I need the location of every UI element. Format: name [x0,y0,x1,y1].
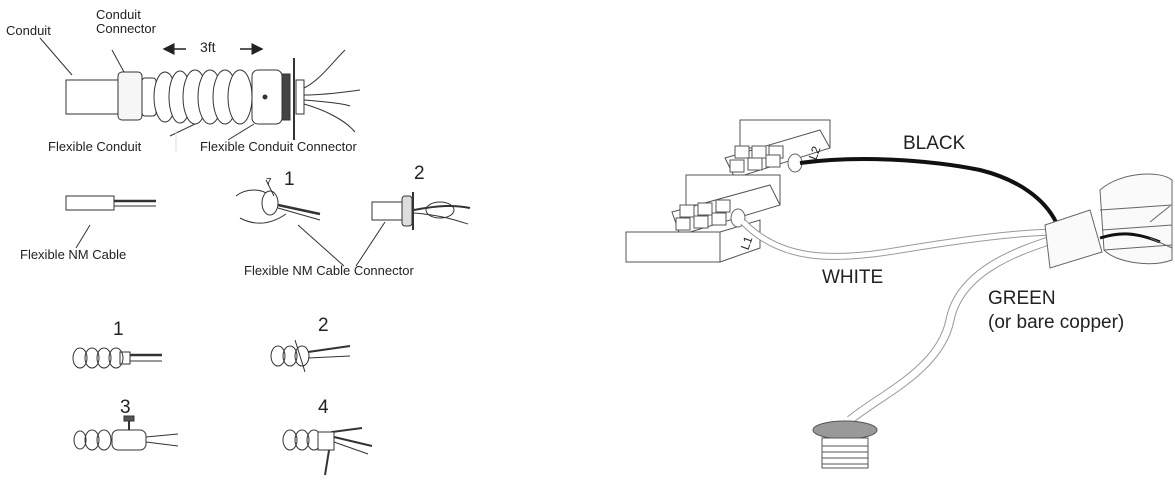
conduit-connector-nut [117,71,143,121]
flex-step-number-4: 4 [318,397,329,418]
label-flexible-conduit: Flexible Conduit [48,139,142,154]
label-flexible-nm-cable-connector: Flexible NM Cable Connector [244,263,414,278]
label-conduit: Conduit [6,23,51,38]
terminal-screw-l1 [730,208,746,228]
nm-cable-drawing [65,195,156,249]
wire-label-white: WHITE [822,267,884,288]
rigid-conduit [65,79,121,115]
label-conduit-connector-line2: Connector [96,21,156,36]
terminal-screw-l2 [787,153,803,173]
label-small-7: 7 [266,177,272,188]
ground-screw-drawing [812,420,878,469]
flex-step-number-3: 3 [120,397,131,418]
flex-step3-drawing [73,415,179,451]
nm-step-number-1: 1 [284,169,295,190]
label-conduit-connector-line1: Conduit [96,7,141,22]
flex-step4-drawing [282,427,373,476]
nm-step-number-2: 2 [414,163,425,184]
wire-label-black: BLACK [903,133,966,154]
flex-step-number-2: 2 [318,315,329,336]
nm-connector-step1-drawing [235,179,321,224]
cable-clamp-drawing [1044,173,1173,269]
flex-step-number-1: 1 [113,319,124,340]
label-flexible-conduit-connector: Flexible Conduit Connector [200,139,357,154]
flex-step1-drawing [72,347,162,369]
flex-step2-drawing [270,339,351,373]
nm-connector-step2-drawing [297,192,471,267]
label-length-3ft: 3ft [200,39,216,55]
label-flexible-nm-cable: Flexible NM Cable [20,247,127,262]
terminal-block-drawing [625,119,831,263]
wire-label-green: GREEN [988,288,1056,309]
black-wire [799,157,1058,223]
conduit-assembly-drawing [39,37,361,152]
wire-label-bare-copper: (or bare copper) [988,312,1125,333]
flexible-conduit-rings [153,69,253,125]
